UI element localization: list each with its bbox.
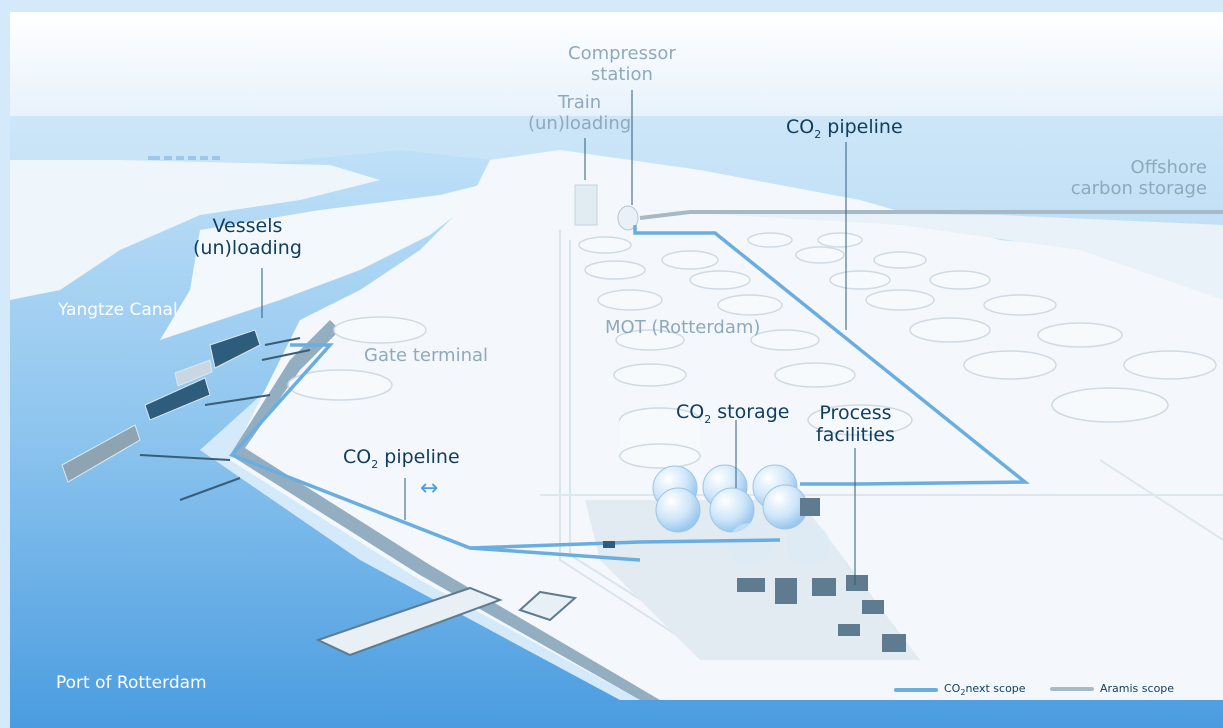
road-1 bbox=[559, 230, 701, 651]
legend-label-aramis: Aramis scope bbox=[1100, 682, 1175, 695]
legend-swatch-co2next bbox=[894, 687, 938, 692]
legend-aramis: Aramis scope bbox=[1050, 682, 1174, 695]
legend-co2next: CO2next scope bbox=[894, 682, 1026, 697]
peninsula-strip bbox=[160, 180, 500, 340]
label-mot-rotterdam: MOT (Rotterdam) bbox=[605, 317, 761, 338]
label-port-of-rotterdam: Port of Rotterdam bbox=[56, 673, 207, 693]
label-offshore-storage: Offshore carbon storage bbox=[1070, 157, 1207, 199]
legend-label-co2next: CO2next scope bbox=[944, 682, 1026, 698]
sky bbox=[10, 12, 1223, 118]
distant-docks bbox=[148, 156, 220, 160]
water bbox=[10, 150, 1223, 728]
legend-swatch-aramis bbox=[1050, 686, 1094, 691]
jetties bbox=[139, 337, 578, 657]
land-right-upper bbox=[640, 210, 1223, 300]
label-co2-storage: CO2 storage bbox=[676, 401, 790, 426]
pipeline-co2next bbox=[229, 225, 1030, 562]
storage-tanks bbox=[287, 232, 1217, 469]
double-arrow-icon: ↔ bbox=[420, 476, 439, 501]
label-vessels-unloading: Vessels (un)loading bbox=[193, 215, 302, 259]
pipeline-valve bbox=[603, 541, 615, 548]
pipeline-co2next-connector bbox=[469, 538, 781, 550]
road-4 bbox=[1099, 459, 1223, 541]
label-process-facilities: Process facilities bbox=[816, 402, 895, 446]
label-co2-pipeline-mid: CO2 pipeline bbox=[343, 446, 460, 471]
vessels bbox=[61, 329, 261, 483]
peninsula-left bbox=[10, 160, 380, 300]
label-yangtze-canal: Yangtze Canal bbox=[58, 300, 178, 320]
label-gate-terminal: Gate terminal bbox=[364, 345, 489, 366]
compressor-station bbox=[574, 184, 639, 231]
process-blocks bbox=[737, 498, 906, 652]
leader-lines bbox=[261, 90, 856, 585]
label-co2-pipeline-top: CO2 pipeline bbox=[786, 116, 903, 141]
label-compressor-station: Compressor station bbox=[568, 43, 676, 85]
label-train-unloading: Train (un)loading bbox=[528, 92, 632, 134]
co2-storage-spheres bbox=[652, 464, 830, 567]
pipeline-aramis bbox=[639, 210, 1223, 220]
